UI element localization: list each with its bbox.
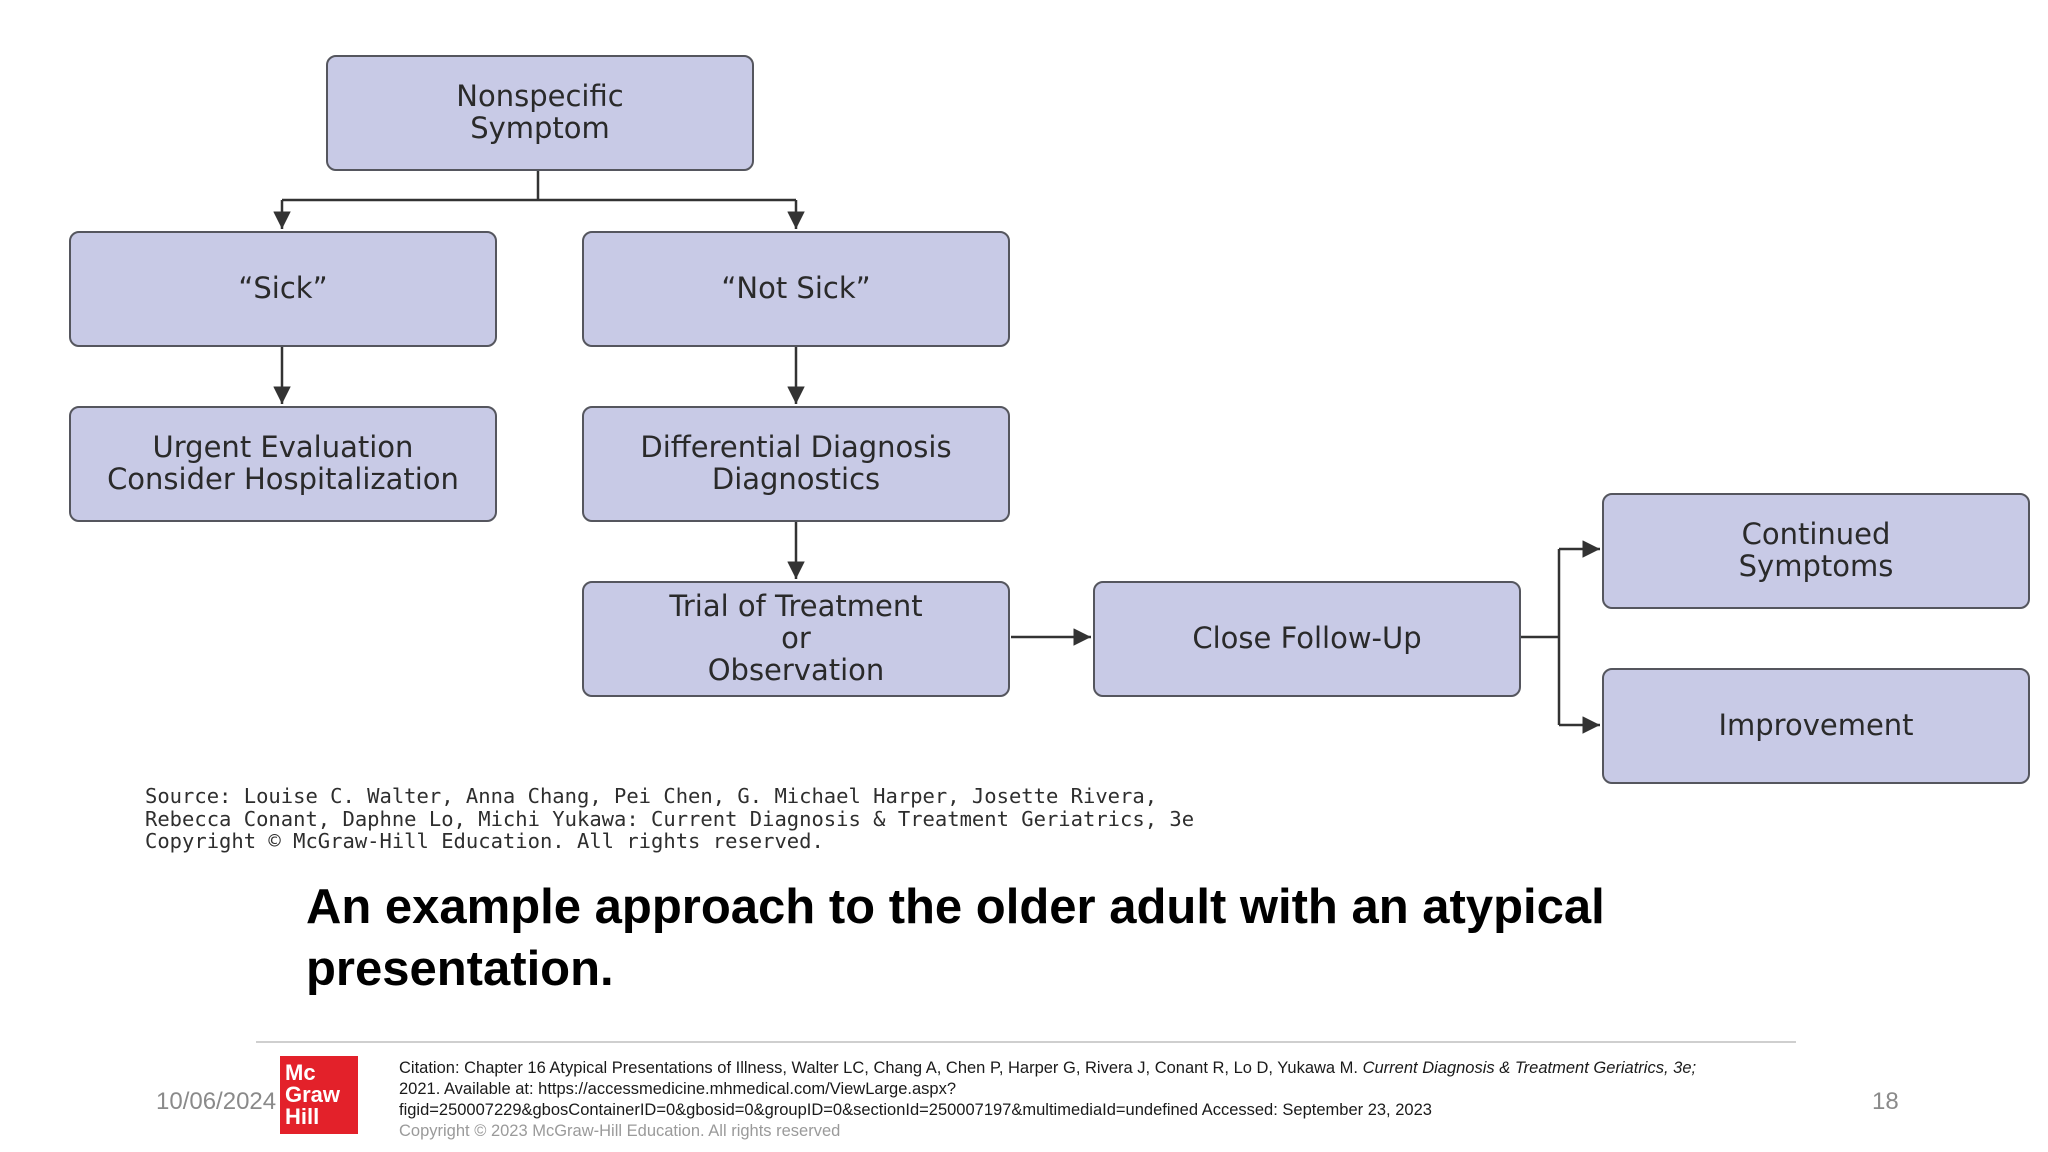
slide-caption: An example approach to the older adult w… <box>306 880 1605 996</box>
source-line: Rebecca Conant, Daphne Lo, Michi Yukawa:… <box>145 806 1195 831</box>
slide-number: 18 <box>1872 1088 1899 1115</box>
source-line: Copyright © McGraw-Hill Education. All r… <box>145 829 824 853</box>
citation-copyright: Copyright © 2023 McGraw-Hill Education. … <box>399 1122 841 1140</box>
node-continued-symptoms: Continued Symptoms <box>1602 493 2030 609</box>
node-trial-of-treatment: Trial of Treatment or Observation <box>582 581 1010 697</box>
logo-text: Graw <box>285 1082 341 1107</box>
logo-text: Mc <box>285 1060 316 1085</box>
node-not-sick: “Not Sick” <box>582 231 1010 347</box>
node-urgent-evaluation: Urgent Evaluation Consider Hospitalizati… <box>69 406 497 522</box>
mcgraw-hill-logo: Mc Graw Hill <box>280 1056 358 1134</box>
citation-book-title: Current Diagnosis & Treatment Geriatrics… <box>1362 1059 1697 1077</box>
citation-block: Citation: Chapter 16 Atypical Presentati… <box>399 1058 1779 1142</box>
citation-line-1: Citation: Chapter 16 Atypical Presentati… <box>399 1058 1779 1079</box>
logo-text: Hill <box>285 1104 320 1129</box>
node-differential-diagnosis: Differential Diagnosis Diagnostics <box>582 406 1010 522</box>
connector-follow-up-split <box>1520 549 1561 725</box>
slide-date: 10/06/2024 <box>156 1088 277 1115</box>
citation-line-3: figid=250007229&gbosContainerID=0&gbosid… <box>399 1101 1432 1119</box>
footer-divider <box>256 1041 1796 1043</box>
node-sick: “Sick” <box>69 231 497 347</box>
citation-line-2: 2021. Available at: https://accessmedici… <box>399 1080 957 1098</box>
source-line: Source: Louise C. Walter, Anna Chang, Pe… <box>145 784 1158 808</box>
node-nonspecific-symptom: Nonspecific Symptom <box>326 55 754 171</box>
citation-text: Citation: Chapter 16 Atypical Presentati… <box>399 1059 1358 1077</box>
node-improvement: Improvement <box>1602 668 2030 784</box>
figure-source-credit: Source: Louise C. Walter, Anna Chang, Pe… <box>145 785 1194 853</box>
connector-nonspecific-split <box>282 171 796 202</box>
node-close-follow-up: Close Follow-Up <box>1093 581 1521 697</box>
